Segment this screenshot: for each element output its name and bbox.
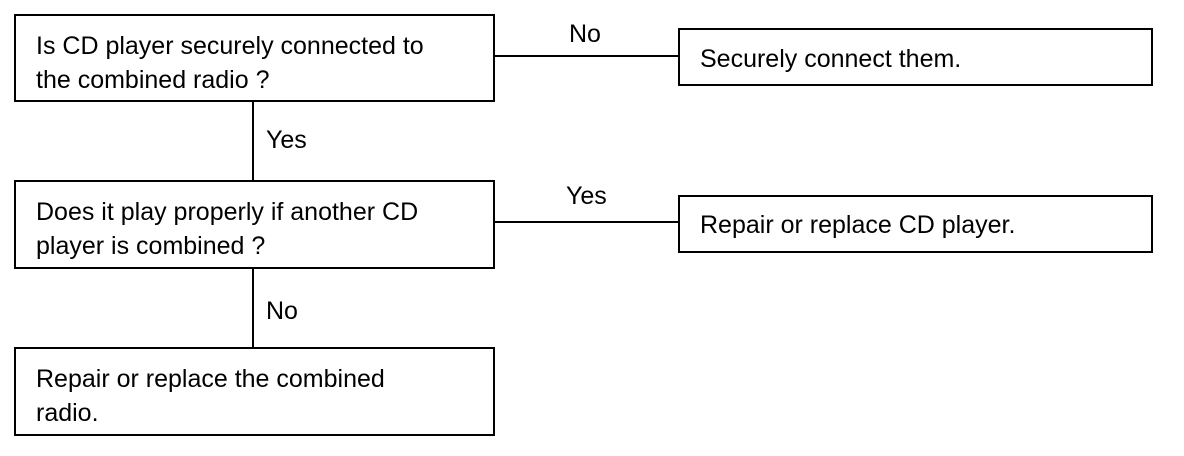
edge-label-q2-yes: Yes xyxy=(566,182,607,210)
question-box-another-player: Does it play properly if another CD play… xyxy=(14,180,495,269)
connector-q1-to-q2 xyxy=(252,102,254,180)
edge-label-q1-no: No xyxy=(569,20,601,48)
action-connect-line-1: Securely connect them. xyxy=(700,45,962,73)
edge-label-q1-yes: Yes xyxy=(266,126,307,154)
action-repair-radio-line-2: radio. xyxy=(36,399,99,427)
question-another-player-line-1: Does it play properly if another CD xyxy=(36,198,419,226)
action-repair-cd-player-line-1: Repair or replace CD player. xyxy=(700,211,1016,239)
action-repair-radio-line-1: Repair or replace the combined xyxy=(36,365,385,393)
action-box-connect: Securely connect them. xyxy=(678,28,1153,86)
question-connection-line-2: the combined radio ? xyxy=(36,66,270,94)
connector-q1-to-a1 xyxy=(495,55,679,57)
connector-q2-to-a2 xyxy=(495,221,679,223)
question-connection-line-1: Is CD player securely connected to xyxy=(36,32,424,60)
connector-q2-to-a3 xyxy=(252,269,254,348)
action-box-repair-cd-player: Repair or replace CD player. xyxy=(678,195,1153,253)
question-another-player-line-2: player is combined ? xyxy=(36,232,266,260)
edge-label-q2-no: No xyxy=(266,297,298,325)
question-box-connection: Is CD player securely connected to the c… xyxy=(14,14,495,102)
action-box-repair-radio: Repair or replace the combined radio. xyxy=(14,347,495,436)
